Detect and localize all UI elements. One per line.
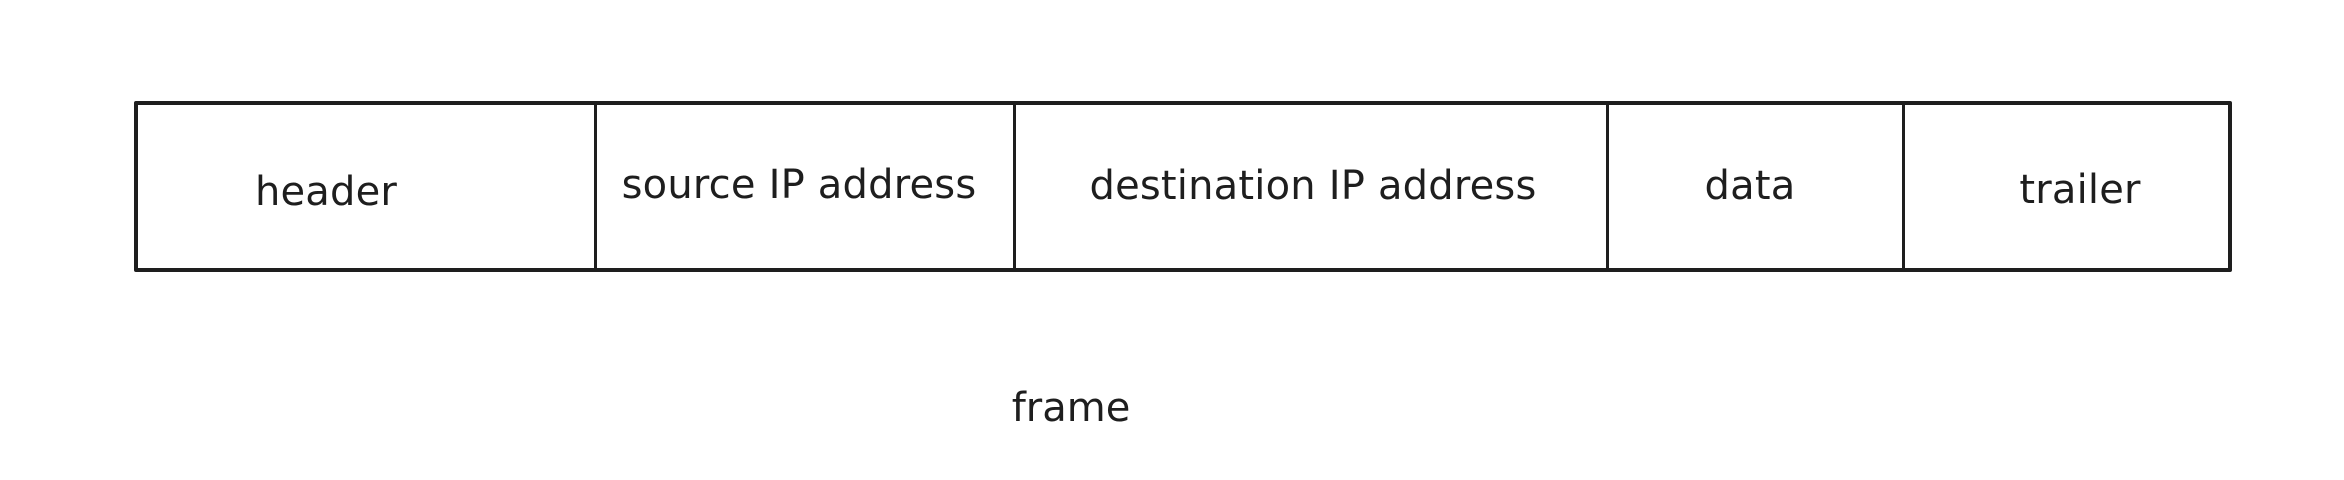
divider-destination-data [1606,101,1609,272]
field-data: data [1704,163,1796,209]
field-header: header [254,169,398,215]
diagram-caption: frame [1011,385,1131,431]
divider-source-destination [1013,101,1016,272]
divider-header-source [594,101,597,272]
field-trailer: trailer [2019,167,2141,213]
field-source-ip: source IP address [621,162,977,208]
divider-data-trailer [1902,101,1905,272]
frame-outline [134,101,2232,272]
field-destination-ip: destination IP address [1089,163,1537,209]
